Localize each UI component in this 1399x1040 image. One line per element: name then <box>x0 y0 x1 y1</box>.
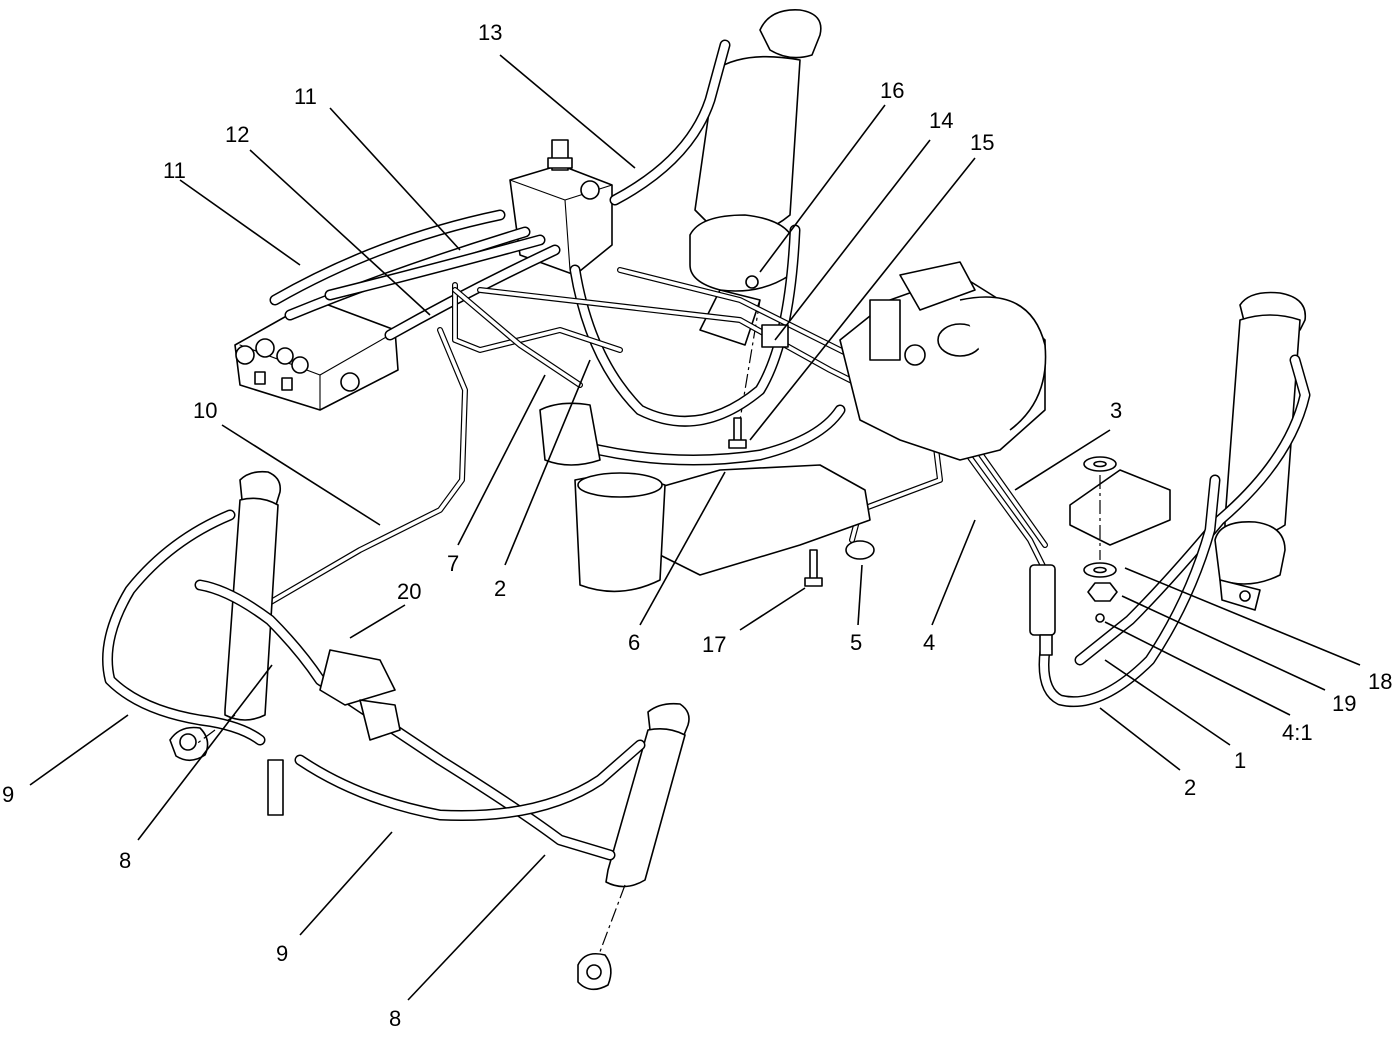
mounting-bracket-hardware <box>1069 456 1171 623</box>
callout-2-center: 2 <box>494 576 507 601</box>
right-hoses <box>1029 354 1311 708</box>
callout-6: 6 <box>628 630 641 655</box>
pump-motor-assembly <box>539 261 1047 593</box>
callout-19: 19 <box>1332 691 1357 716</box>
callout-5: 5 <box>850 630 863 655</box>
leader-lines <box>29 54 1361 1001</box>
callout-4: 4 <box>923 630 936 655</box>
lower-left-cylinder <box>169 470 284 816</box>
callout-2-right: 2 <box>1184 775 1197 800</box>
callout-4-1: 4:1 <box>1282 720 1313 745</box>
upper-lift-cylinder <box>689 9 822 421</box>
callout-11-upper: 11 <box>294 84 317 109</box>
callout-9-bottom: 9 <box>276 941 289 966</box>
control-valve-manifold <box>234 299 399 411</box>
upper-valve-block <box>509 139 613 276</box>
callout-12: 12 <box>225 122 250 147</box>
callout-16: 16 <box>880 78 905 103</box>
callout-8-left: 8 <box>119 848 132 873</box>
callout-7: 7 <box>447 551 460 576</box>
callout-20: 20 <box>397 579 422 604</box>
lower-hoses <box>102 509 646 861</box>
callout-13: 13 <box>478 20 503 45</box>
callout-10: 10 <box>193 398 218 423</box>
callout-17: 17 <box>702 632 727 657</box>
callout-1: 1 <box>1234 748 1247 773</box>
callout-8-bottom: 8 <box>389 1006 402 1031</box>
right-lift-cylinder <box>1214 291 1307 611</box>
callout-3: 3 <box>1110 398 1123 423</box>
callout-9-left: 9 <box>2 782 15 807</box>
callout-14: 14 <box>929 108 954 133</box>
callout-15: 15 <box>970 130 995 155</box>
callout-11-lower: 11 <box>163 158 186 183</box>
callout-18: 18 <box>1368 669 1393 694</box>
lower-right-cylinder <box>577 702 690 991</box>
